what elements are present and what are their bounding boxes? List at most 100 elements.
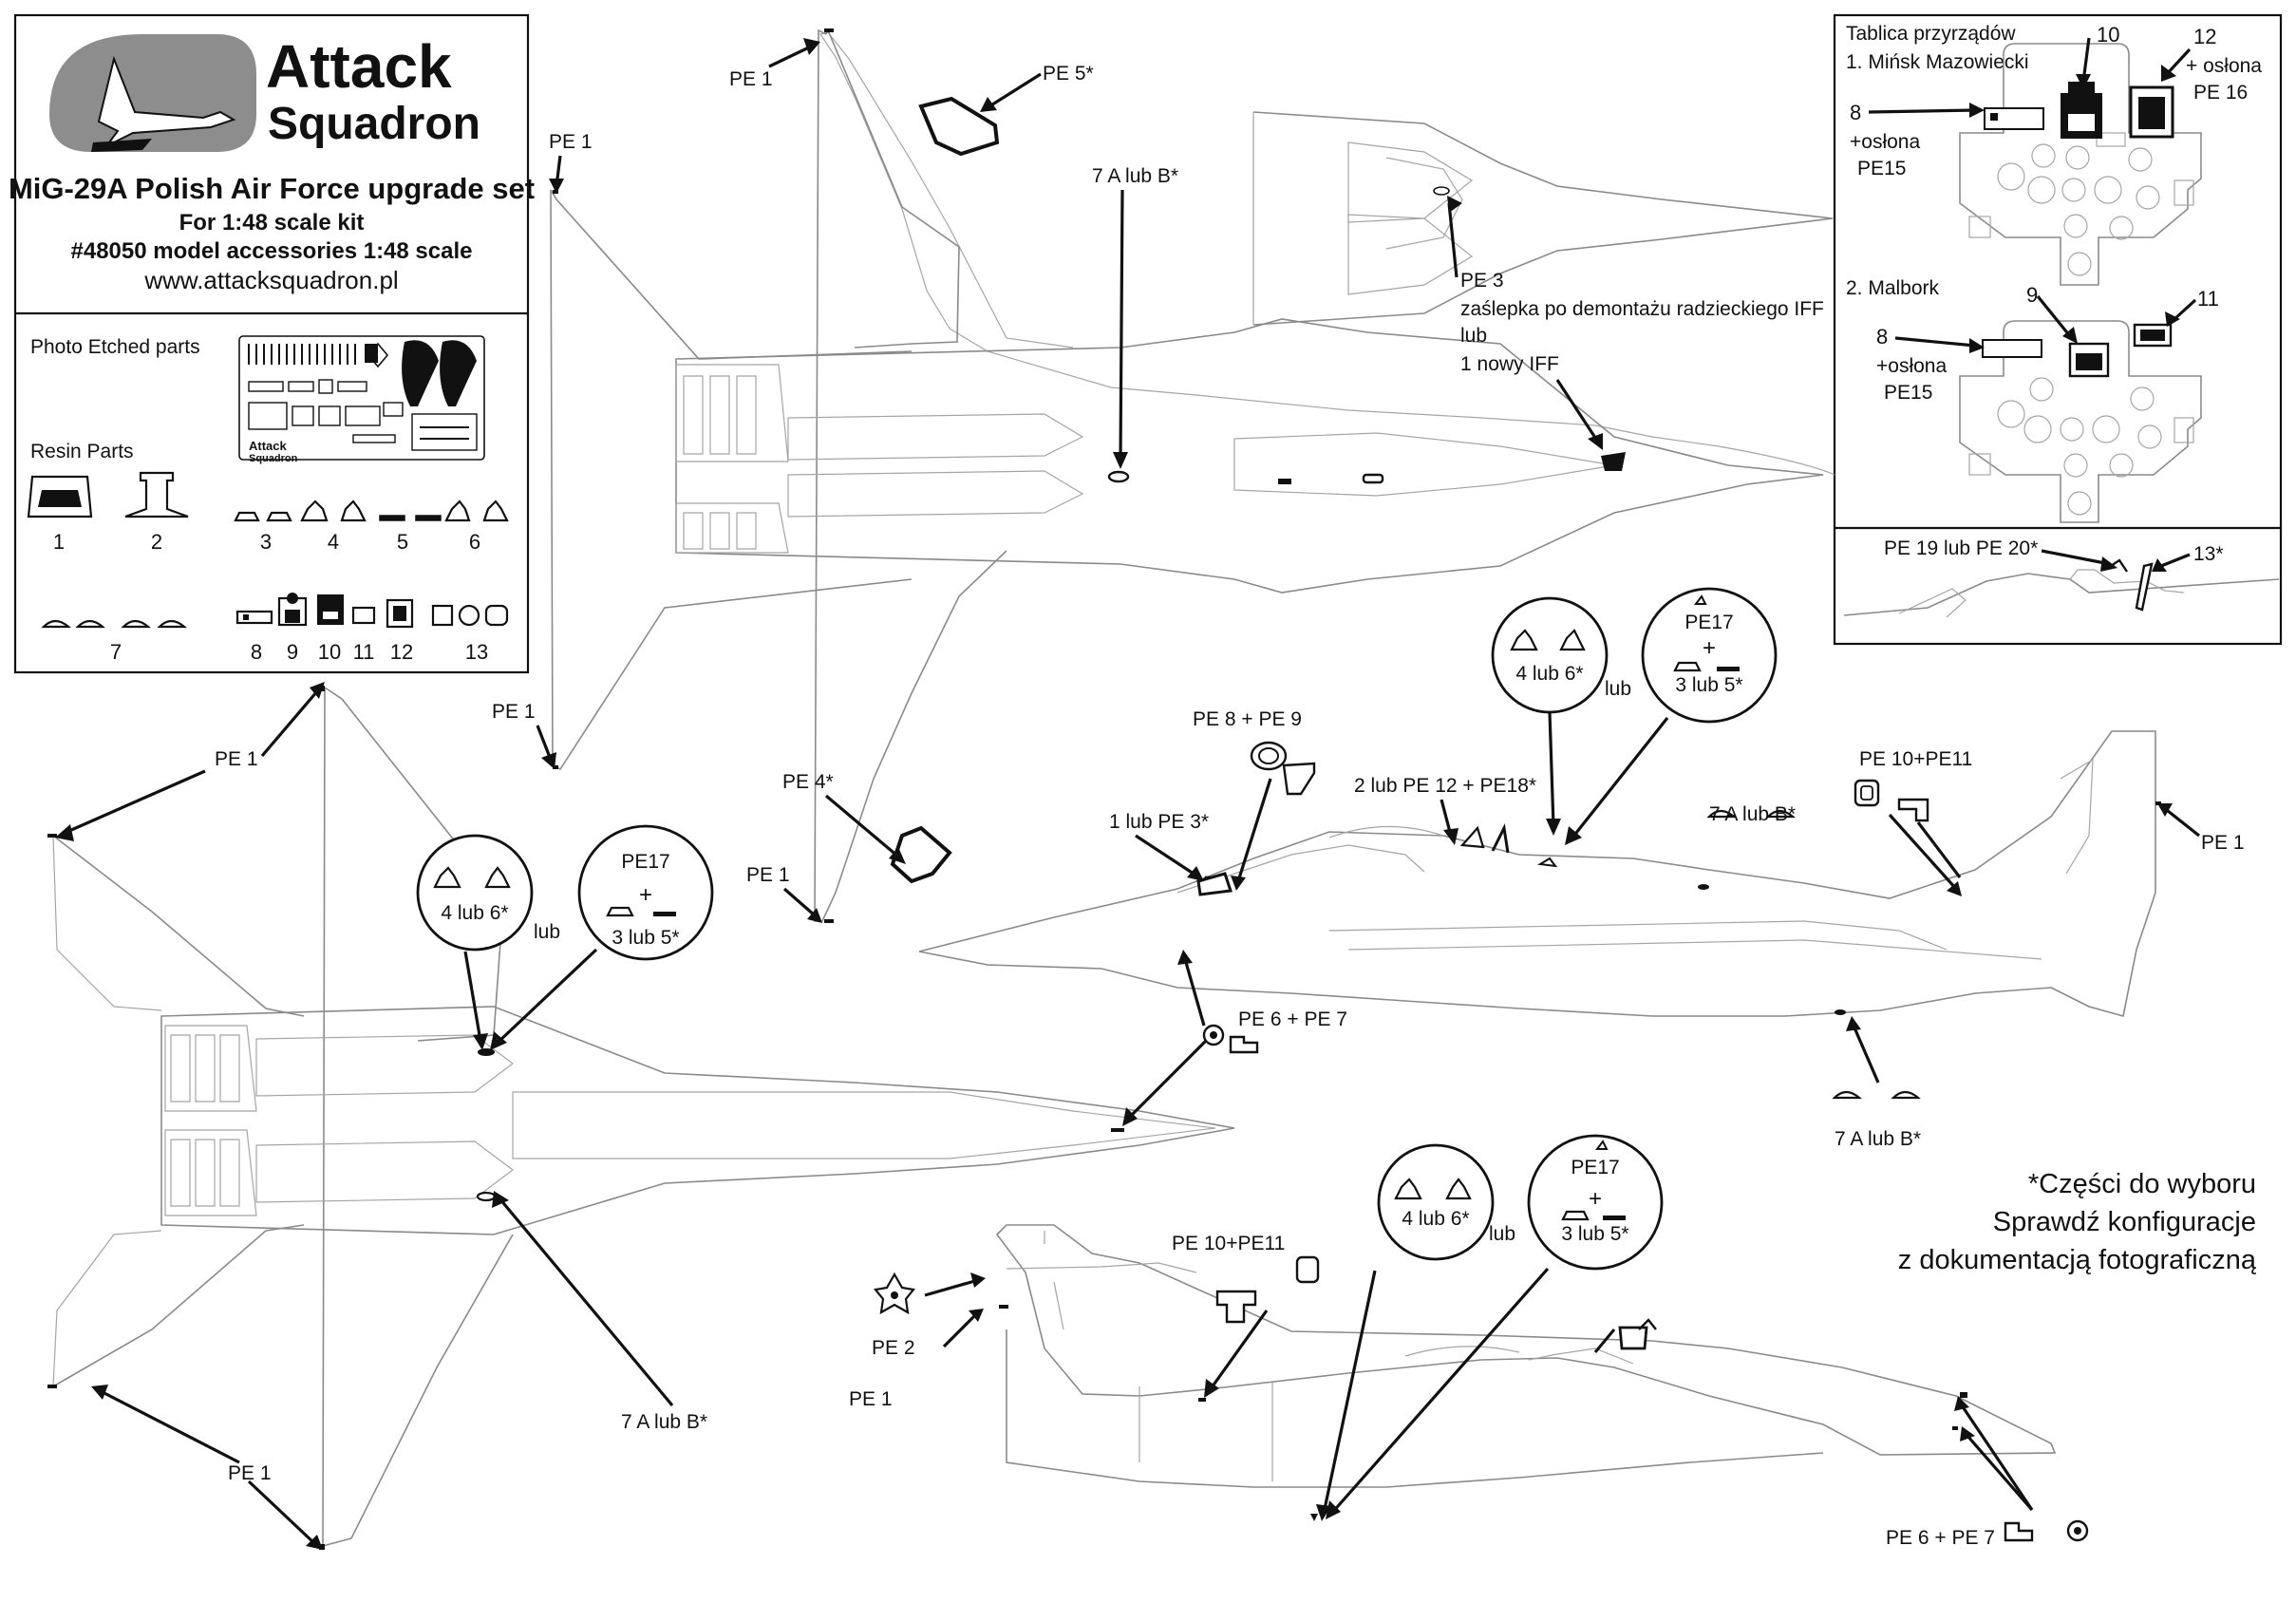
- catalog-number: #48050 model accessories 1:48 scale: [71, 238, 473, 264]
- resin-number-9: 9: [287, 640, 298, 664]
- pe6-pe7-part-mid: [1202, 1024, 1259, 1054]
- circle6-plus: +: [1589, 1186, 1602, 1212]
- panel-frames: [13, 13, 2283, 674]
- label-pe4: PE 4*: [782, 771, 834, 793]
- circle5-label: 4 lub 6*: [1402, 1208, 1469, 1230]
- resin-part-7: [41, 619, 187, 629]
- pe2-insignia: [873, 1272, 916, 1315]
- seat-arrows: [2041, 549, 2191, 572]
- callout-arrows: [55, 38, 2200, 1550]
- panel-box-title: Tablica przyrządów: [1846, 23, 2016, 45]
- panel-num-11: 11: [2197, 287, 2219, 311]
- circle6-label: 3 lub 5*: [1561, 1223, 1628, 1245]
- aircraft-side-view-right: [995, 1224, 2057, 1521]
- resin-part-1: [27, 475, 93, 518]
- option-circle-1: [1491, 596, 1609, 714]
- circle4-pe17: PE17: [621, 851, 669, 873]
- circle-lub-3: lub: [1489, 1223, 1515, 1245]
- option-circle-5: [1377, 1143, 1495, 1261]
- pe-parts-heading: Photo Etched parts: [30, 336, 200, 358]
- circle2-label: 3 lub 5*: [1675, 674, 1742, 696]
- resin-number-3: 3: [260, 530, 272, 554]
- label-2-or-pe12: 2 lub PE 12 + PE18*: [1354, 775, 1536, 797]
- panel-num-10: 10: [2097, 23, 2119, 47]
- resin-part-12: [386, 598, 414, 629]
- note-line1: *Części do wyboru: [2028, 1169, 2256, 1199]
- seat-label-b: 13*: [2193, 543, 2224, 565]
- label-pe1-top1: PE 1: [729, 68, 773, 90]
- panel-num-12: 12: [2193, 25, 2216, 48]
- seat-label-a: PE 19 lub PE 20*: [1884, 537, 2038, 559]
- label-7ab-mid: 7 A lub B*: [1709, 803, 1796, 825]
- label-pe10-pe11-top: PE 10+PE11: [1859, 748, 1972, 770]
- resin-part-13: [431, 604, 509, 627]
- website-url: www.attacksquadron.pl: [143, 266, 398, 294]
- seat-cutaway: [1843, 558, 2280, 618]
- option-circle-4: [577, 824, 714, 961]
- resin-part-5: [379, 515, 442, 521]
- panel-cover-b2: PE15: [1884, 382, 1932, 404]
- panel-num-8a: 8: [1850, 101, 1861, 124]
- panel-num-8b: 8: [1876, 325, 1888, 349]
- label-pe5: PE 5*: [1043, 63, 1094, 85]
- label-pe1-top2: PE 1: [549, 131, 593, 153]
- resin-number-8: 8: [251, 640, 262, 664]
- label-7ab-top: 7 A lub B*: [1092, 165, 1178, 187]
- fret-logo-line2: Squadron: [249, 453, 298, 464]
- label-pe6-pe7-bottom: PE 6 + PE 7: [1886, 1527, 1995, 1549]
- pe6-pe7-part-lower: [2004, 1519, 2089, 1542]
- note-line2: Sprawdź konfiguracje: [1993, 1207, 2256, 1237]
- resin-number-12: 12: [390, 640, 413, 664]
- panel-box-arrows: [1868, 37, 2197, 353]
- resin-part-2: [124, 471, 189, 518]
- panel-cover-pe16-a: + osłona: [2186, 55, 2262, 77]
- resin-part-4: [300, 499, 367, 522]
- circle2-plus: +: [1703, 635, 1716, 661]
- label-1-or-pe3: 1 lub PE 3*: [1109, 811, 1209, 833]
- panel-variant-1: 1. Mińsk Mazowiecki: [1846, 51, 2029, 73]
- label-pe3: PE 3: [1460, 270, 1504, 292]
- label-7ab-lower: 7 A lub B*: [1835, 1128, 1921, 1150]
- label-pe2: PE 2: [872, 1337, 915, 1359]
- resin-parts-heading: Resin Parts: [30, 441, 134, 462]
- brand-name-line1: Attack: [266, 32, 452, 101]
- jet-silhouette-icon: [97, 55, 236, 147]
- circle1-label: 4 lub 6*: [1515, 663, 1583, 685]
- label-pe1-mid2: PE 1: [215, 748, 258, 770]
- circle4-label: 3 lub 5*: [612, 927, 679, 949]
- label-pe3-note3: 1 nowy IFF: [1460, 353, 1559, 375]
- label-pe1-bottom: PE 1: [849, 1388, 893, 1410]
- label-pe3-note1: zaślepka po demontażu radzieckiego IFF: [1460, 298, 1824, 320]
- label-pe10-pe11-bottom: PE 10+PE11: [1172, 1233, 1285, 1254]
- page-title: MiG-29A Polish Air Force upgrade set: [9, 172, 535, 205]
- option-circle-6: [1527, 1134, 1664, 1271]
- circle-lub-2: lub: [534, 921, 560, 943]
- scale-subtitle: For 1:48 scale kit: [179, 210, 365, 236]
- resin-number-7: 7: [110, 640, 122, 664]
- resin-number-1: 1: [53, 530, 65, 554]
- label-pe1-mid1: PE 1: [492, 701, 536, 723]
- option-circle-3: [416, 834, 534, 952]
- label-pe3-note2: lub: [1460, 325, 1487, 347]
- note-line3: z dokumentacją fotograficzną: [1898, 1245, 2257, 1275]
- pe10-pe11-part-upper: [1854, 779, 1929, 822]
- resin-part-3: [234, 511, 292, 522]
- resin-number-5: 5: [397, 530, 408, 554]
- label-pe6-pe7-mid: PE 6 + PE 7: [1238, 1008, 1347, 1030]
- resin-part-6: [444, 499, 509, 522]
- panel-cover-pe16-b: PE 16: [2193, 82, 2248, 104]
- resin-number-11: 11: [353, 640, 375, 664]
- panel-num-9: 9: [2026, 283, 2038, 307]
- resin-number-2: 2: [151, 530, 162, 554]
- pe8-pe9-part: [1250, 741, 1316, 796]
- resin-number-13: 13: [465, 640, 488, 664]
- resin-part-9: [277, 593, 308, 627]
- panel-cover-a1: +osłona: [1850, 131, 1920, 153]
- circle-lub-1: lub: [1605, 678, 1631, 700]
- instrument-panel-2: [1959, 320, 2202, 523]
- circle6-pe17: PE17: [1571, 1157, 1619, 1178]
- fret-insignia-icon: [367, 342, 389, 368]
- label-7ab-left: 7 A lub B*: [621, 1411, 707, 1433]
- panel-cover-a2: PE15: [1857, 158, 1906, 179]
- brand-name-line2: Squadron: [268, 99, 480, 149]
